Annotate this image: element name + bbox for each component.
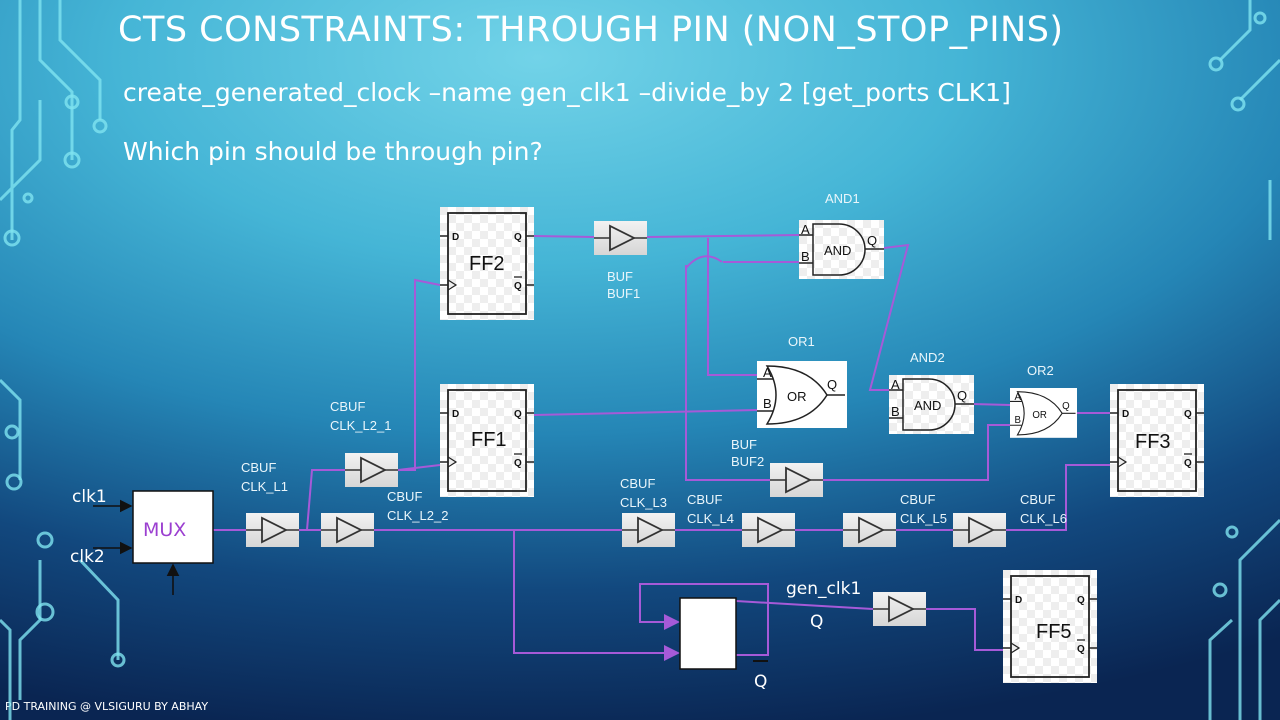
- or1-gate[interactable]: A B OR Q OR1: [757, 334, 847, 428]
- q-pin-label: Q: [1062, 401, 1070, 412]
- or2-gate[interactable]: A B OR Q OR2: [1010, 363, 1077, 438]
- buf2[interactable]: BUF BUF2: [731, 437, 823, 497]
- question-text: Which pin should be through pin?: [123, 137, 543, 166]
- svg-text:CLK_L1: CLK_L1: [241, 479, 288, 494]
- svg-text:BUF2: BUF2: [731, 454, 764, 469]
- and1-gate[interactable]: A B AND Q AND1: [799, 191, 884, 279]
- svg-text:CBUF: CBUF: [687, 492, 722, 507]
- svg-text:CLK_L5: CLK_L5: [900, 511, 947, 526]
- svg-text:BUF1: BUF1: [607, 286, 640, 301]
- svg-text:BUF: BUF: [731, 437, 757, 452]
- svg-text:CLK_L2_1: CLK_L2_1: [330, 418, 391, 433]
- d-pin-label: D: [1122, 409, 1129, 420]
- or2-label: OR2: [1027, 363, 1054, 378]
- clock-divider[interactable]: [679, 597, 737, 670]
- and1-label: AND1: [825, 191, 860, 206]
- q-pin-label: Q: [1077, 595, 1085, 606]
- b-pin-label: B: [891, 404, 900, 419]
- clk-l5-buffer[interactable]: CBUF CLK_L5: [843, 492, 947, 547]
- qbar-pin-label: Q: [1077, 644, 1085, 655]
- gen-clk-buffer[interactable]: [873, 592, 926, 626]
- b-pin-label: B: [801, 249, 810, 264]
- clk1-label: clk1: [72, 487, 107, 507]
- qbar-pin-label: Q: [514, 458, 522, 469]
- buf1[interactable]: BUF BUF1: [594, 221, 647, 301]
- svg-text:CBUF: CBUF: [241, 460, 276, 475]
- a-pin-label: A: [1014, 392, 1021, 403]
- divider-q-label: Q: [810, 612, 823, 632]
- clk-l4-buffer[interactable]: CBUF CLK_L4: [687, 492, 795, 547]
- divider-qbar-label: Q: [754, 672, 767, 692]
- ff2-label: FF2: [469, 253, 505, 275]
- a-pin-label: A: [891, 377, 900, 392]
- svg-text:CBUF: CBUF: [330, 399, 365, 414]
- d-pin-label: D: [1015, 595, 1022, 606]
- clk-l1-buffer[interactable]: CBUF CLK_L1: [241, 460, 299, 547]
- svg-text:BUF: BUF: [607, 269, 633, 284]
- mux-label: MUX: [143, 519, 186, 541]
- clk2-label: clk2: [70, 547, 105, 567]
- ff2[interactable]: D Q Q FF2: [440, 207, 534, 320]
- svg-text:CLK_L6: CLK_L6: [1020, 511, 1067, 526]
- q-pin-label: Q: [827, 377, 837, 392]
- svg-text:CBUF: CBUF: [620, 476, 655, 491]
- svg-text:CBUF: CBUF: [900, 492, 935, 507]
- svg-text:CLK_L4: CLK_L4: [687, 511, 734, 526]
- footer-text: PD TRAINING @ VLSIGURU BY ABHAY: [5, 700, 209, 713]
- or-symbol-text: OR: [1032, 410, 1047, 421]
- command-text: create_generated_clock –name gen_clk1 –d…: [123, 78, 1011, 107]
- and2-gate[interactable]: A B AND Q AND2: [889, 350, 974, 434]
- svg-text:CLK_L2_2: CLK_L2_2: [387, 508, 448, 523]
- clk-l2-2-buffer[interactable]: CBUF CLK_L2_2: [321, 489, 448, 547]
- q-pin-label: Q: [1184, 409, 1192, 420]
- svg-text:CLK_L3: CLK_L3: [620, 495, 667, 510]
- qbar-pin-label: Q: [514, 281, 522, 292]
- clk-l3-buffer[interactable]: CBUF CLK_L3: [620, 476, 675, 547]
- ff5[interactable]: D Q Q FF5: [1003, 570, 1097, 683]
- ff3-label: FF3: [1135, 431, 1171, 453]
- and-symbol-text: AND: [824, 243, 851, 258]
- q-pin-label: Q: [867, 233, 877, 248]
- and2-label: AND2: [910, 350, 945, 365]
- b-pin-label: B: [763, 396, 772, 411]
- clk-l6-buffer[interactable]: CBUF CLK_L6: [953, 492, 1067, 547]
- gen-clk1-label: gen_clk1: [786, 579, 861, 599]
- q-pin-label: Q: [957, 388, 967, 403]
- d-pin-label: D: [452, 232, 459, 243]
- b-pin-label: B: [1014, 415, 1020, 426]
- qbar-pin-label: Q: [1184, 458, 1192, 469]
- d-pin-label: D: [452, 409, 459, 420]
- clk-l2-1-buffer[interactable]: CBUF CLK_L2_1: [330, 399, 398, 487]
- a-pin-label: A: [763, 365, 772, 380]
- or1-label: OR1: [788, 334, 815, 349]
- ff3[interactable]: D Q Q FF3: [1110, 384, 1204, 497]
- ff1-label: FF1: [471, 429, 507, 451]
- q-pin-label: Q: [514, 409, 522, 420]
- ff5-label: FF5: [1036, 621, 1072, 643]
- mux[interactable]: MUX: [132, 490, 214, 564]
- svg-text:CBUF: CBUF: [387, 489, 422, 504]
- q-pin-label: Q: [514, 232, 522, 243]
- slide-title: CTS CONSTRAINTS: THROUGH PIN (NON_STOP_P…: [118, 10, 1064, 50]
- ff1[interactable]: D Q Q FF1: [440, 384, 534, 497]
- a-pin-label: A: [801, 222, 810, 237]
- or-symbol-text: OR: [787, 389, 807, 404]
- svg-text:CBUF: CBUF: [1020, 492, 1055, 507]
- and-symbol-text: AND: [914, 398, 941, 413]
- wires: [93, 234, 1110, 655]
